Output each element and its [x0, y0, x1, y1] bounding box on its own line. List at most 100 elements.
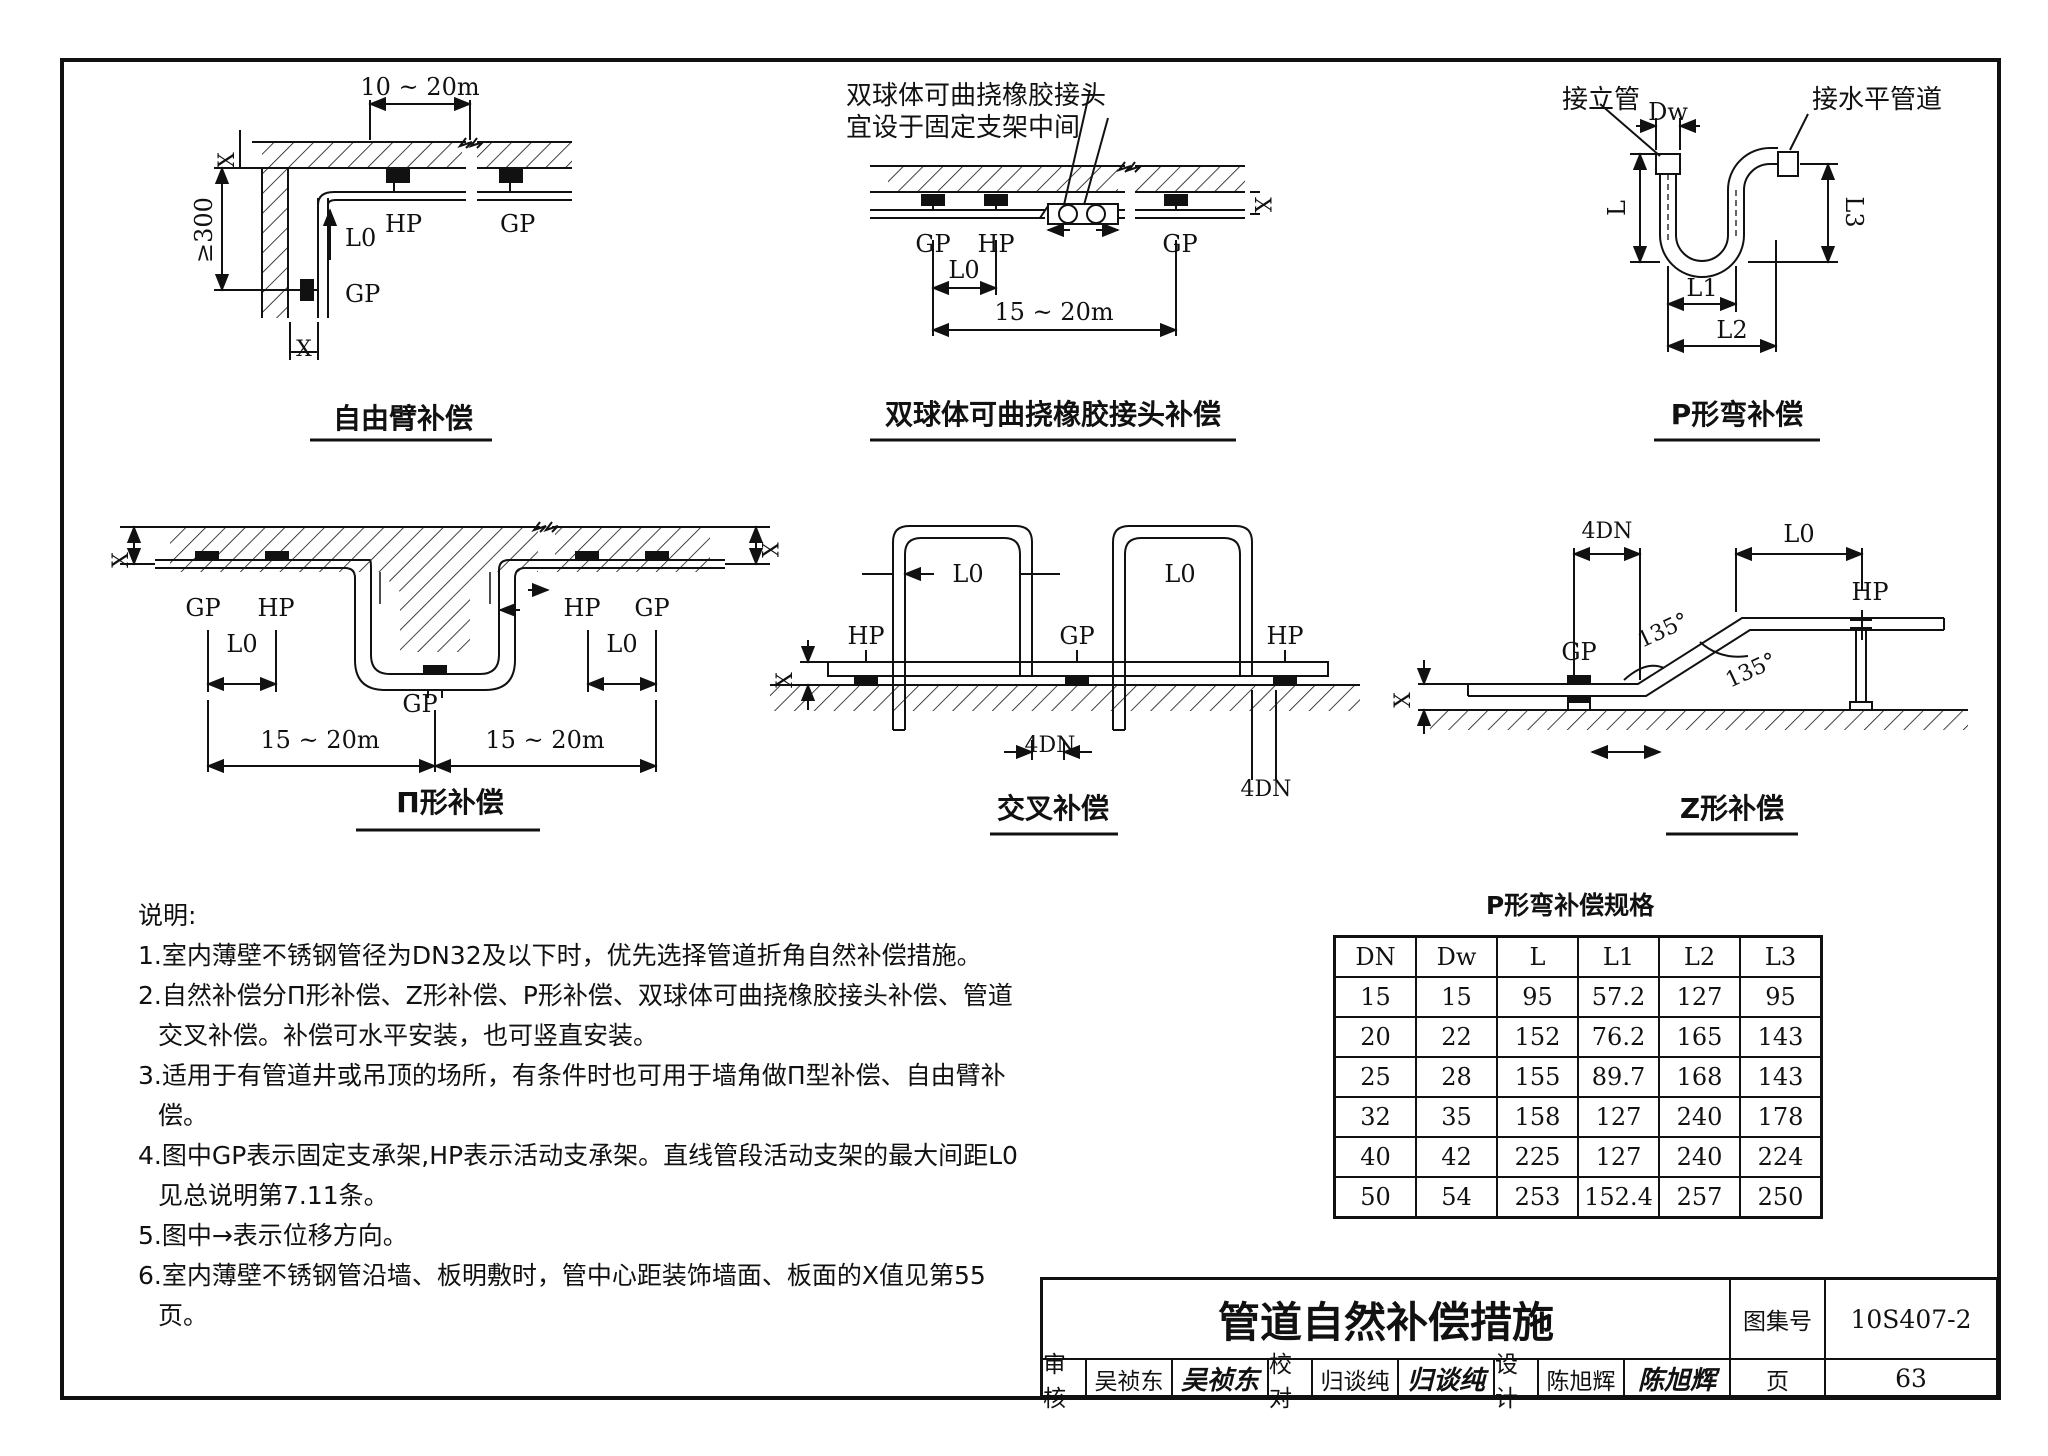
- pi-gp-mid-label: GP: [402, 690, 437, 718]
- spec-cell: 257: [1658, 1176, 1741, 1219]
- spec-header-cell: L3: [1739, 935, 1823, 978]
- spec-cell: 225: [1496, 1136, 1579, 1178]
- spec-table-title: P形弯补偿规格: [1485, 891, 1655, 920]
- spec-cell: 152: [1496, 1016, 1579, 1058]
- spec-cell: 127: [1577, 1096, 1660, 1138]
- spec-cell: 15: [1333, 976, 1417, 1018]
- note-item: 3.适用于有管道井或吊顶的场所，有条件时也可用于墙角做П型补偿、自由臂补偿。: [138, 1061, 1006, 1130]
- pi-x-left-label: X: [109, 552, 134, 568]
- spec-header-cell: L2: [1658, 935, 1741, 978]
- spec-cell: 158: [1496, 1096, 1579, 1138]
- double-ball-x-label: X: [1249, 197, 1274, 213]
- spec-cell: 42: [1415, 1136, 1498, 1178]
- atlas-no-label: 图集号: [1731, 1280, 1826, 1360]
- spec-table-row: 15 15 95 57.2 127 95: [1333, 976, 1823, 1018]
- cross-title: 交叉补偿: [997, 792, 1109, 825]
- note-item: 2.自然补偿分П形补偿、Z形补偿、P形补偿、双球体可曲挠橡胶接头补偿、管道交叉补…: [138, 981, 1013, 1050]
- double-ball-gp2-label: GP: [1162, 230, 1197, 258]
- spec-cell: 253: [1496, 1176, 1579, 1219]
- spec-cell: 50: [1333, 1176, 1417, 1219]
- z-title: Z形补偿: [1680, 792, 1784, 825]
- free-arm-x2-label: X: [296, 337, 312, 362]
- review-label: 审核: [1043, 1352, 1087, 1412]
- note-item: 1.室内薄壁不锈钢管径为DN32及以下时，优先选择管道折角自然补偿措施。: [138, 941, 982, 970]
- spec-cell: 152.4: [1577, 1176, 1660, 1219]
- spec-cell: 168: [1658, 1056, 1741, 1098]
- spec-cell: 165: [1658, 1016, 1741, 1058]
- z-angle-1-label: 135°: [1634, 608, 1693, 653]
- double-ball-gp1-label: GP: [915, 230, 950, 258]
- spec-cell: 240: [1658, 1136, 1741, 1178]
- design-label: 设计: [1495, 1352, 1539, 1412]
- checker-name: 归谈纯: [1313, 1360, 1399, 1397]
- pi-span-right-label: 15 ~ 20m: [485, 726, 604, 754]
- spec-table-header-row: DN Dw L L1 L2 L3: [1333, 935, 1823, 978]
- p-bend-right-label: 接水平管道: [1812, 85, 1942, 115]
- spec-header-cell: L: [1496, 935, 1579, 978]
- spec-cell: 89.7: [1577, 1056, 1660, 1098]
- reviewer-signature: 吴祯东: [1173, 1360, 1269, 1397]
- spec-header-cell: Dw: [1415, 935, 1498, 978]
- drawing-title: 管道自然补偿措施: [1043, 1280, 1731, 1360]
- spec-cell: 95: [1739, 976, 1823, 1018]
- double-ball-note-2: 宜设于固定支架中间: [846, 113, 1080, 143]
- designer-name: 陈旭辉: [1539, 1360, 1625, 1397]
- notes-section: 说明: 1.室内薄壁不锈钢管径为DN32及以下时，优先选择管道折角自然补偿措施。…: [138, 896, 1018, 1336]
- title-block: 管道自然补偿措施 图集号 10S407-2 审核 吴祯东 吴祯东 校对 归谈纯 …: [1040, 1277, 1999, 1412]
- z-dn-label: 4DN: [1582, 519, 1633, 544]
- double-ball-span-label: 15 ~ 20m: [994, 298, 1113, 326]
- spec-table: DN Dw L L1 L2 L3 15 15 95 57.2 127 95 20…: [1333, 935, 1823, 1219]
- checker-signature: 归谈纯: [1399, 1360, 1495, 1397]
- spec-cell: 32: [1333, 1096, 1417, 1138]
- pi-hp-right-label: HP: [563, 594, 600, 622]
- cross-hp-left-label: HP: [847, 622, 884, 650]
- pi-gp-right-label: GP: [634, 594, 669, 622]
- spec-header-cell: L1: [1577, 935, 1660, 978]
- free-arm-vertical-label: ≥300: [190, 197, 218, 263]
- free-arm-l0-label: L0: [345, 224, 376, 252]
- spec-cell: 25: [1333, 1056, 1417, 1098]
- spec-cell: 127: [1658, 976, 1741, 1018]
- figure-free-arm: [214, 96, 572, 360]
- figure-p-bend: [1599, 103, 1838, 354]
- designer-signature: 陈旭辉: [1625, 1360, 1731, 1397]
- cross-l0-a-label: L0: [952, 560, 983, 588]
- double-ball-hp-label: HP: [977, 230, 1014, 258]
- spec-cell: 155: [1496, 1056, 1579, 1098]
- z-hp-label: HP: [1851, 578, 1888, 606]
- free-arm-gp1-label: GP: [500, 210, 535, 238]
- pi-span-left-label: 15 ~ 20m: [260, 726, 379, 754]
- cross-l0-b-label: L0: [1164, 560, 1195, 588]
- p-bend-l2-label: L2: [1716, 316, 1747, 344]
- pi-x-right-label: X: [756, 542, 781, 558]
- spec-table-row: 50 54 253 152.4 257 250: [1333, 1176, 1823, 1219]
- spec-cell: 127: [1577, 1136, 1660, 1178]
- cross-dn-a-label: 4DN: [1025, 733, 1076, 758]
- cross-dn-b-label: 4DN: [1241, 777, 1292, 802]
- reviewer-name: 吴祯东: [1087, 1360, 1173, 1397]
- figure-double-ball: [870, 89, 1260, 338]
- spec-cell: 35: [1415, 1096, 1498, 1138]
- free-arm-title: 自由臂补偿: [333, 402, 473, 435]
- figure-pi: [120, 521, 770, 774]
- check-label: 校对: [1269, 1352, 1313, 1412]
- figure-z: [1416, 546, 1968, 760]
- double-ball-l0-label: L0: [948, 256, 979, 284]
- free-arm-gp2-label: GP: [345, 280, 380, 308]
- pi-hp-left-label: HP: [257, 594, 294, 622]
- p-bend-l3-label: L3: [1840, 196, 1868, 227]
- page-label: 页: [1731, 1360, 1826, 1397]
- spec-cell: 15: [1415, 976, 1498, 1018]
- page-number: 63: [1895, 1364, 1927, 1393]
- pi-title: П形补偿: [396, 786, 503, 819]
- spec-cell: 76.2: [1577, 1016, 1660, 1058]
- spec-cell: 250: [1739, 1176, 1823, 1219]
- spec-cell: 240: [1658, 1096, 1741, 1138]
- free-arm-span-label: 10 ~ 20m: [360, 73, 479, 101]
- p-bend-dw-label: Dw: [1648, 98, 1688, 126]
- p-bend-l1-label: L1: [1686, 274, 1717, 302]
- spec-table-row: 32 35 158 127 240 178: [1333, 1096, 1823, 1138]
- spec-cell: 224: [1739, 1136, 1823, 1178]
- spec-cell: 143: [1739, 1016, 1823, 1058]
- pi-l0-right-label: L0: [606, 630, 637, 658]
